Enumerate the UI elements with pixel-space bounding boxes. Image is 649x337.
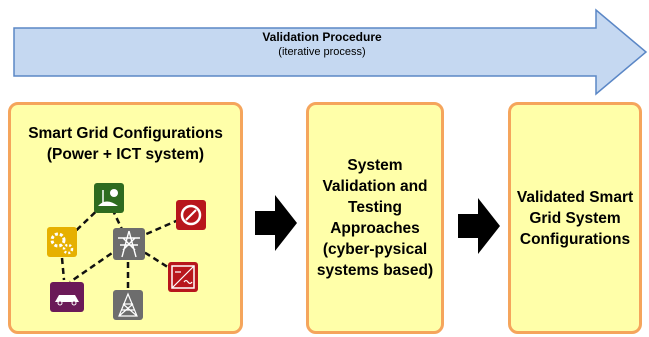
transformer-grid-icon [113, 290, 143, 320]
process-arrow-shape [13, 8, 648, 96]
validation-procedure-arrow: Validation Procedure (iterative process) [0, 0, 649, 100]
process-subtitle: (iterative process) [278, 46, 366, 58]
validated-configurations-box: Validated Smart Grid System Configuratio… [508, 102, 642, 334]
flow-arrow-2 [458, 198, 500, 254]
flow-arrow-1 [255, 195, 297, 251]
validated-configurations-label: Validated Smart Grid System Configuratio… [516, 188, 634, 248]
smart-grid-configurations-label: Smart Grid Configurations (Power + ICT s… [28, 125, 223, 163]
process-title: Validation Procedure [262, 30, 382, 44]
inverter-icon [168, 262, 198, 292]
washing-machine-icon [176, 200, 206, 230]
gear-icon [47, 227, 77, 257]
renewable-plant-icon [94, 183, 124, 213]
validation-testing-box: System Validation and Testing Approaches… [306, 102, 444, 334]
electric-car-icon [50, 282, 84, 312]
transmission-tower-icon [113, 228, 145, 260]
validation-testing-label: System Validation and Testing Approaches… [316, 157, 434, 279]
